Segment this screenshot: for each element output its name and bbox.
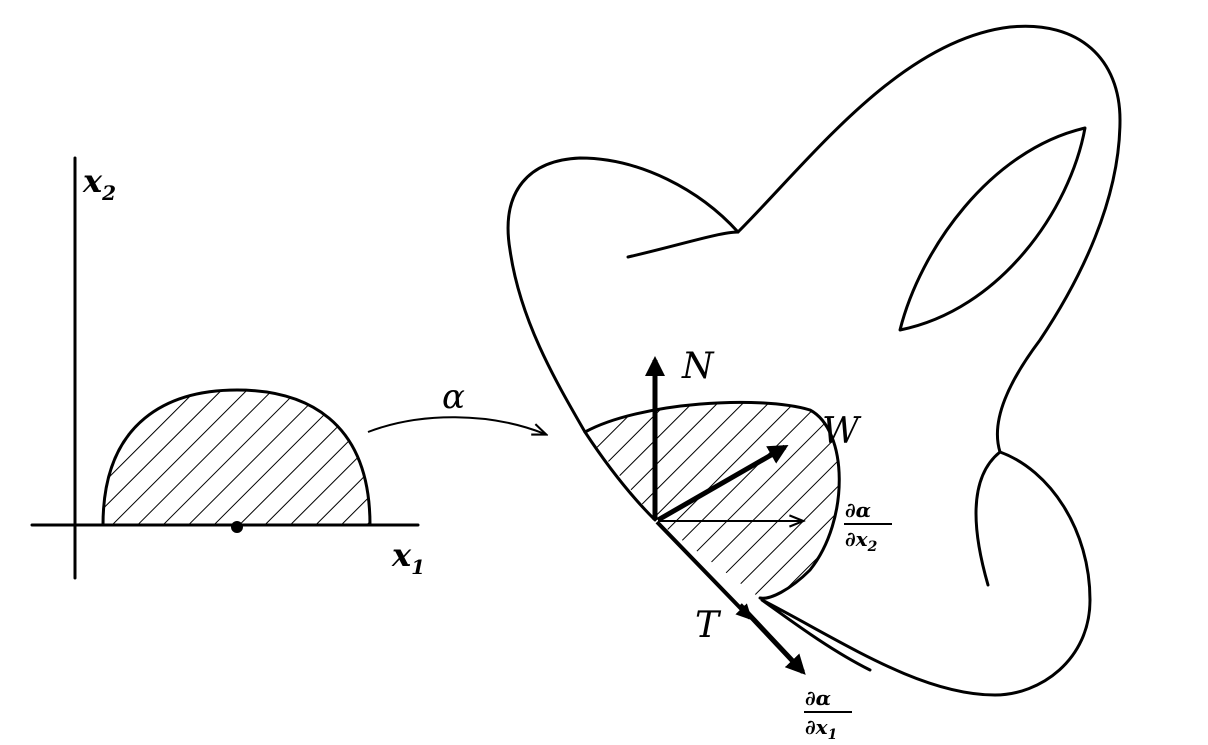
map-arrow bbox=[367, 416, 545, 434]
surface-outline bbox=[506, 24, 1122, 697]
x2-label: x2 bbox=[82, 162, 116, 205]
tangent-vector bbox=[655, 520, 753, 621]
x1-label: x1 bbox=[391, 536, 425, 579]
surface-panel: N W T ∂α ∂x2 ∂α ∂x1 bbox=[506, 24, 1122, 743]
svg-text:∂x1: ∂x1 bbox=[805, 715, 837, 743]
partial-x1-vector bbox=[738, 603, 806, 675]
surface-fold bbox=[626, 230, 740, 259]
normal-label: N bbox=[681, 346, 715, 387]
svg-text:∂α: ∂α bbox=[845, 498, 871, 522]
half-disk-hatch bbox=[101, 388, 372, 527]
partial-x1-label: ∂α ∂x1 bbox=[804, 686, 852, 743]
boundary-point bbox=[231, 521, 243, 533]
alpha-label: α bbox=[442, 377, 465, 417]
patch-boundary-edge bbox=[583, 430, 657, 522]
tangent-label: T bbox=[695, 605, 722, 646]
surface-right-fold bbox=[974, 450, 1002, 587]
image-patch-hatch bbox=[585, 402, 840, 599]
w-vector bbox=[656, 444, 789, 523]
image-patch-outline bbox=[583, 400, 841, 600]
half-plane-panel: x2 x1 bbox=[30, 156, 425, 580]
w-label: W bbox=[822, 411, 862, 452]
partial-x2-label: ∂α ∂x2 bbox=[844, 498, 892, 555]
svg-text:∂x2: ∂x2 bbox=[845, 527, 878, 555]
svg-text:∂α: ∂α bbox=[805, 686, 831, 710]
map-alpha: α bbox=[367, 377, 545, 434]
surface-hole bbox=[898, 126, 1087, 332]
